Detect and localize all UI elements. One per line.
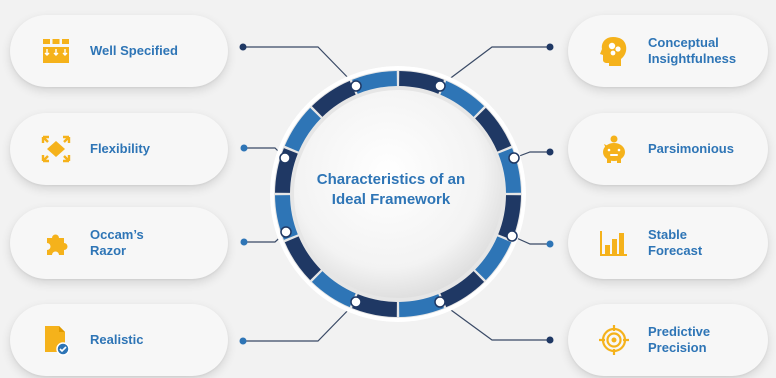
ring-segment [440,80,485,117]
connector-predictive [439,301,550,341]
ring-segment [498,195,521,240]
card-flexibility: Flexibility [10,113,228,185]
ring-segment [284,236,321,281]
bar-chart-icon [592,221,636,265]
card-label-realistic: Realistic [90,332,144,347]
connector-dots [239,43,554,345]
connector-lines [243,46,550,342]
connector-conceptual [439,46,550,87]
center-title: Characteristics of an Ideal Framework [316,171,466,208]
card-label-flexibility: Flexibility [90,141,150,156]
ring-segment [275,195,298,240]
ring-segment [440,271,485,308]
connector-stable-forecast [511,235,550,245]
card-label-occams-razor: Occam’s Razor [90,227,144,258]
ring-segment [352,71,397,94]
card-label-conceptual-insightfulness: Conceptual Insightfulness [648,35,737,66]
card-label-predictive-precision: Predictive Precision [648,324,711,355]
grid-boxes-icon [34,29,78,73]
connector-realistic [243,301,357,342]
ring-segments [270,66,526,322]
document-check-icon [34,318,78,362]
ring-segment [284,107,321,152]
card-label-parsimonious: Parsimonious [648,141,734,156]
ring-segment [352,294,397,317]
head-gears-icon [592,29,636,73]
card-predictive-precision: Predictive Precision [568,304,768,376]
card-conceptual-insightfulness: Conceptual Insightfulness [568,15,768,87]
expand-arrows-icon [34,127,78,171]
card-stable-forecast: Stable Forecast [568,207,768,279]
card-well-specified: Well Specified [10,15,228,87]
ring-segment [311,80,356,117]
card-label-stable-forecast: Stable Forecast [648,227,703,258]
ring-segment [475,236,512,281]
connector-well-specified [243,46,357,87]
center-disc [294,90,502,298]
target-icon [592,318,636,362]
ring-segment [475,107,512,152]
card-realistic: Realistic [10,304,228,376]
piggy-bank-icon [592,127,636,171]
card-occams-razor: Occam’s Razor [10,207,228,279]
card-parsimonious: Parsimonious [568,113,768,185]
card-label-well-specified: Well Specified [90,43,178,58]
ring-markers [279,80,520,308]
ring-segment [399,294,444,317]
ring-segment [399,71,444,94]
puzzle-icon [34,221,78,265]
ring-segment [311,271,356,308]
ring-rim [270,66,526,322]
